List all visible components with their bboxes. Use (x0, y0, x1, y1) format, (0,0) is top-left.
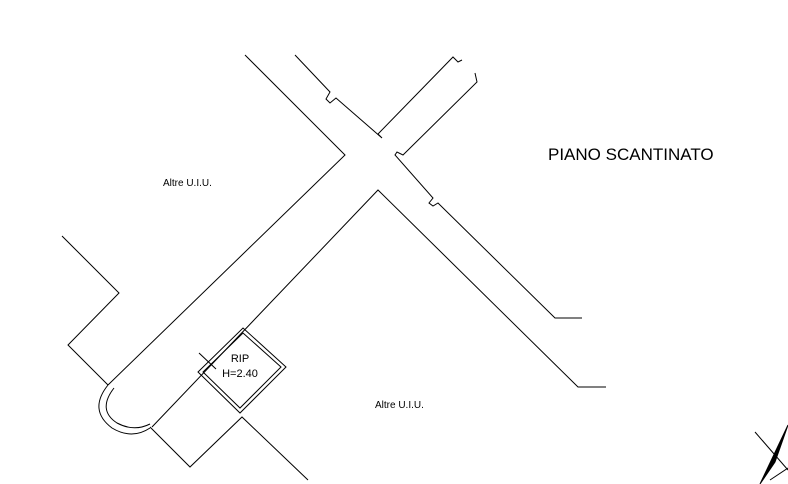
north-arrow-icon (754, 424, 788, 484)
other-units-label-bottom: Altre U.I.U. (375, 400, 424, 411)
room-name: RIP (230, 353, 250, 365)
other-units-label-top: Altre U.I.U. (163, 178, 212, 189)
room-label: RIP H=2.40 (215, 352, 265, 382)
plan-title: PIANO SCANTINATO (548, 145, 714, 164)
storage-room (197, 327, 287, 414)
room-height: H=2.40 (222, 368, 258, 380)
corridor-walls (61, 54, 606, 481)
